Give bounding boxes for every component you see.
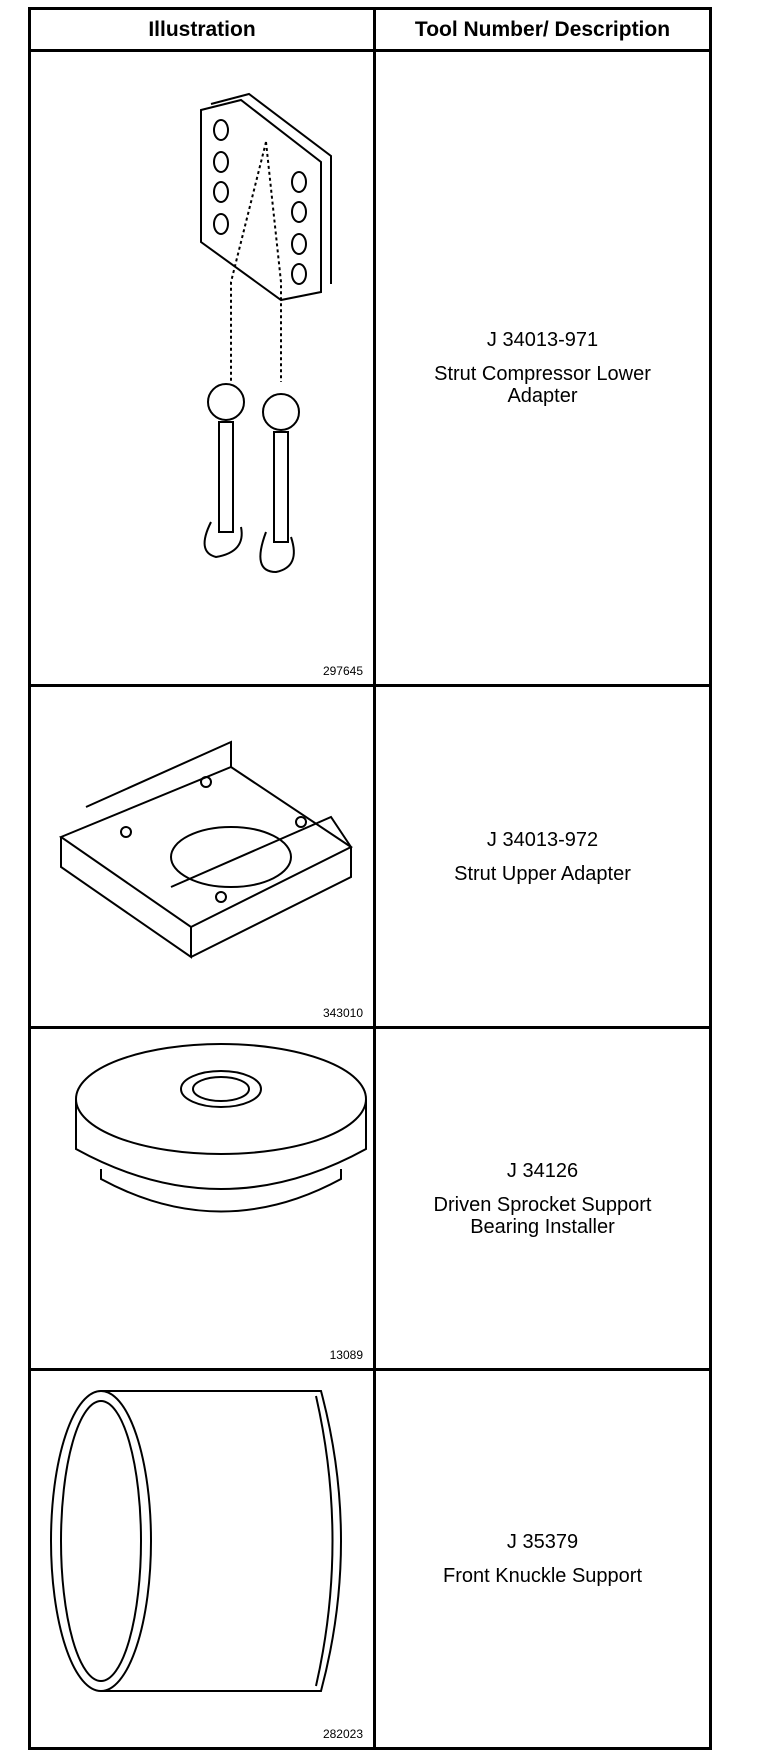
table-row: 343010 J 34013-972 Strut Upper Adapter xyxy=(31,687,709,1029)
figure-number: 282023 xyxy=(322,1727,363,1741)
tool-number: J 34013-972 xyxy=(486,828,599,851)
table-row: 13089 J 34126 Driven Sprocket Support Be… xyxy=(31,1029,709,1371)
tool-number: J 34126 xyxy=(506,1159,579,1182)
tool-description: Driven Sprocket Support Bearing Installe… xyxy=(433,1193,652,1238)
tool-number: J 35379 xyxy=(506,1531,579,1553)
description-cell: J 34126 Driven Sprocket Support Bearing … xyxy=(376,1029,709,1368)
illustration-cell: 282023 xyxy=(31,1371,376,1747)
figure-number: 13089 xyxy=(329,1348,363,1362)
strut-lower-adapter-illustration xyxy=(200,92,332,574)
description-cell: J 34013-972 Strut Upper Adapter xyxy=(376,687,709,1026)
header-illustration: Illustration xyxy=(31,10,376,52)
table-row: 297645 J 34013-971 Strut Compressor Lowe… xyxy=(31,52,709,687)
figure-number: 343010 xyxy=(322,1006,363,1020)
illustration-cell: 13089 xyxy=(31,1029,376,1368)
illustration-cell: 297645 xyxy=(31,52,376,684)
header-tool-description: Tool Number/ Description xyxy=(376,10,709,52)
tool-description: Strut Compressor Lower Adapter xyxy=(434,363,651,407)
tool-description: Front Knuckle Support xyxy=(443,1565,642,1587)
tool-description: Strut Upper Adapter xyxy=(454,862,631,885)
tool-number: J 34013-971 xyxy=(486,329,599,351)
description-cell: J 35379 Front Knuckle Support xyxy=(376,1371,709,1747)
figure-number: 297645 xyxy=(322,664,363,678)
knuckle-support-illustration xyxy=(50,1390,342,1692)
strut-upper-adapter-illustration xyxy=(58,740,353,959)
bearing-installer-illustration xyxy=(75,1043,367,1213)
tool-table: Illustration Tool Number/ Description xyxy=(28,7,712,1750)
illustration-cell: 343010 xyxy=(31,687,376,1026)
table-row: 282023 J 35379 Front Knuckle Support xyxy=(31,1371,709,1747)
description-cell: J 34013-971 Strut Compressor Lower Adapt… xyxy=(376,52,709,684)
